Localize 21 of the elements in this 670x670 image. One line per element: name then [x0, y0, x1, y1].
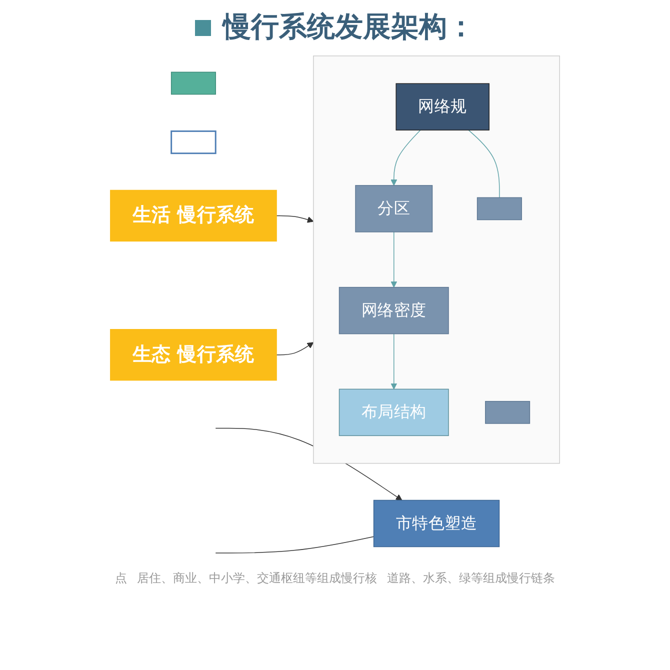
note-text: 居住、商业、中小学、交通枢纽等组成慢行核 — [137, 570, 377, 587]
note-text: 点 — [115, 570, 127, 587]
node-box: 分区 — [355, 185, 433, 232]
node-box — [485, 400, 530, 424]
connector — [468, 130, 500, 198]
arrow — [390, 130, 421, 186]
node-box: 网络密度 — [338, 286, 449, 334]
arrow — [390, 232, 398, 288]
node-box: 市特色塑造 — [373, 500, 500, 548]
arrow — [276, 342, 314, 356]
arrow — [276, 215, 314, 223]
cluster — [313, 56, 560, 464]
node-box: 布局结构 — [338, 388, 449, 436]
note-text: 道路、水系、绿等组成慢行链条 — [387, 570, 555, 587]
node-box: 网络规 — [396, 83, 490, 130]
node-box — [170, 72, 216, 95]
node-box — [476, 197, 522, 220]
title: 慢行系统发展架构： — [223, 10, 475, 43]
node-box — [170, 130, 216, 154]
arrow — [390, 333, 398, 390]
connector — [215, 536, 374, 554]
